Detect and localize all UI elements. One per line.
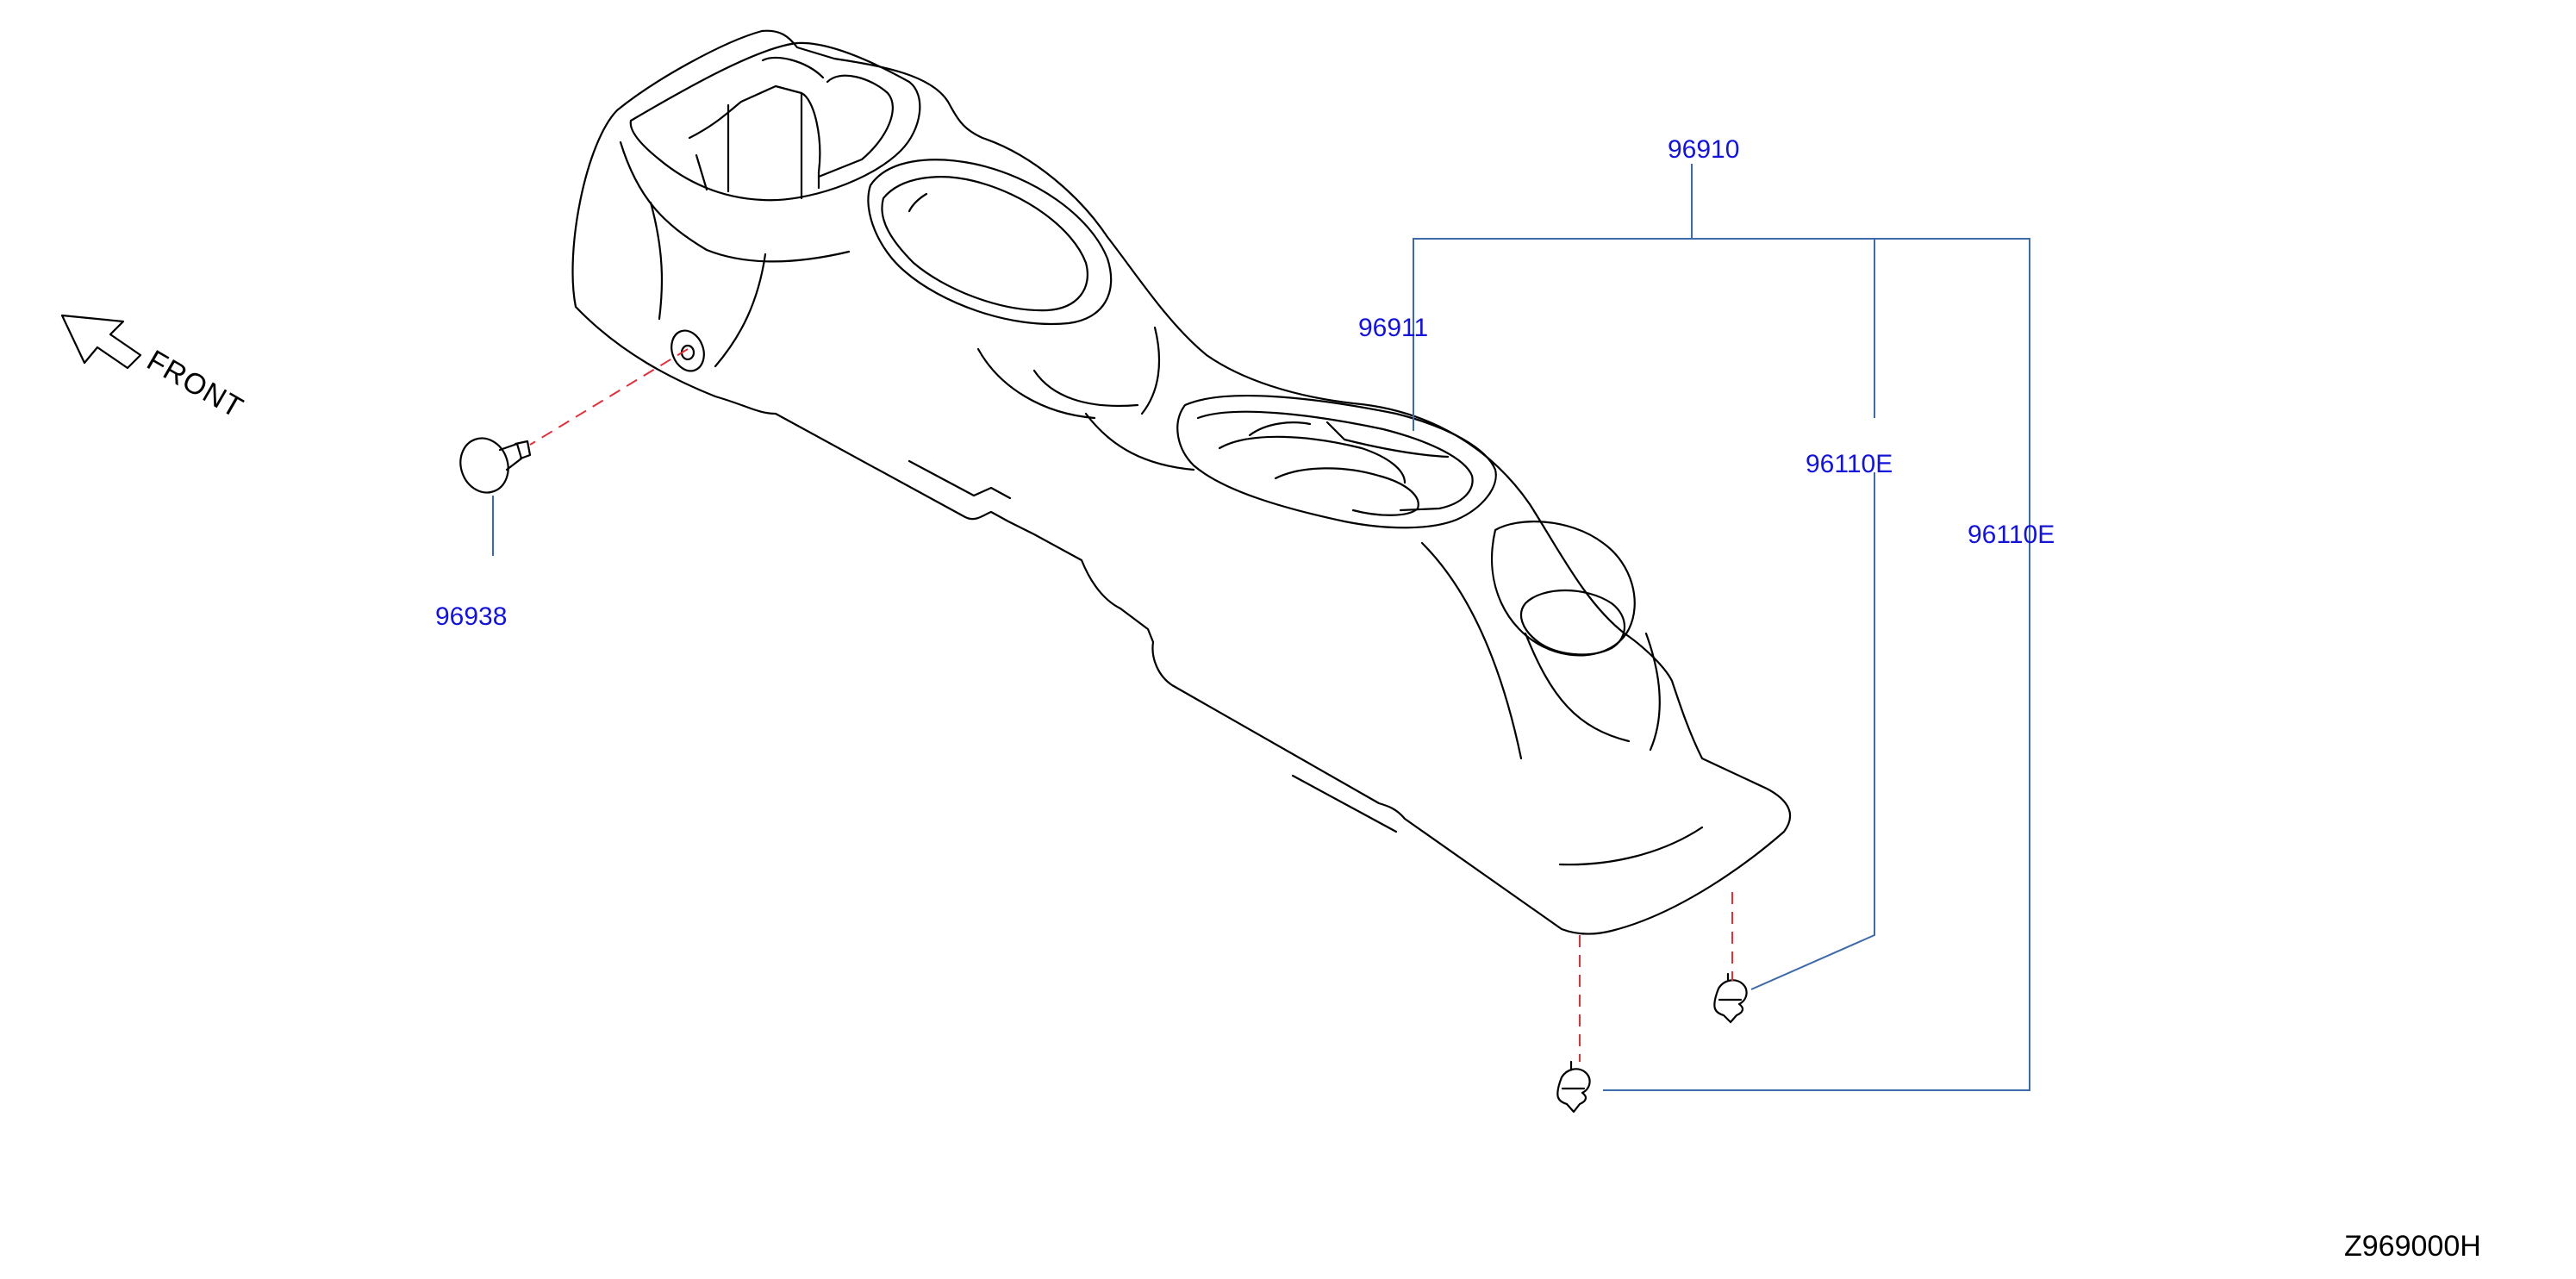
part-label-96910[interactable]: 96910 [1668, 135, 1739, 164]
grommet-assembly-line [529, 348, 689, 446]
leader-96110e-upper-clip [1750, 472, 1875, 990]
front-arrow-icon [60, 314, 142, 370]
grommet-hole [671, 329, 705, 372]
assembly-lines [529, 348, 1733, 1062]
part-label-96110e-upper[interactable]: 96110E [1806, 450, 1893, 478]
bracket-96910 [1413, 238, 2030, 1091]
part-label-96911[interactable]: 96911 [1358, 314, 1428, 342]
clip-icon [1713, 972, 1748, 1024]
leader-lines [492, 164, 2030, 1091]
front-label: FRONT [141, 344, 249, 425]
part-label-96938[interactable]: 96938 [435, 602, 507, 631]
diagram-code: Z969000H [2344, 1230, 2481, 1263]
center-console-finisher [571, 29, 1792, 935]
part-label-96110e-lower[interactable]: 96110E [1968, 521, 2055, 549]
clip-icon-lower [1556, 1060, 1591, 1114]
grommet-icon [459, 437, 532, 494]
